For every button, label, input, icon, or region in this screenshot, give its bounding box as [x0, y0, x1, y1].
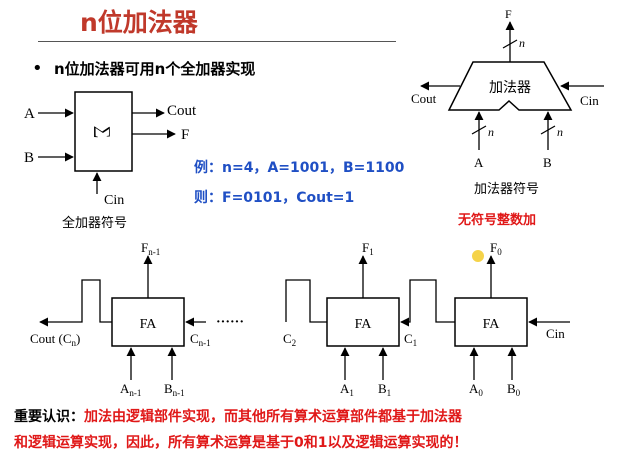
- example-line-2: 则：F=0101，Cout=1: [194, 190, 355, 206]
- example-line-1: 例：n=4，A=1001，B=1100: [194, 160, 405, 176]
- adder-f-width: n: [519, 36, 525, 50]
- cin-main-label: Cin: [546, 326, 565, 341]
- fa-cell-1: [326, 297, 400, 347]
- fa-cell-0: [454, 297, 528, 347]
- b1-label: B1: [378, 381, 391, 398]
- fa-cell-n-1-label: FA: [140, 317, 158, 332]
- adder-body: [447, 61, 573, 111]
- adder-a-width: n: [488, 125, 494, 139]
- full-adder-box: [74, 91, 133, 172]
- fa-cell-1-label: FA: [355, 317, 373, 332]
- full-adder-symbol: ∑ A B Cout F Cin: [24, 91, 197, 208]
- f0-label: F0: [490, 240, 502, 257]
- adder-a-slash: [471, 125, 487, 135]
- full-adder-a-label: A: [24, 106, 35, 122]
- adder-caption: 加法器符号: [474, 182, 540, 197]
- adder-label: 加法器: [489, 80, 531, 96]
- bullet-text: n位加法器可用n个全加器实现: [54, 60, 256, 78]
- adder-symbol: 加法器 F n Cout Cin n A n B: [411, 7, 604, 170]
- note-line-1: 重要认识：加法由逻辑部件实现，而其他所有算术运算部件都基于加法器: [14, 406, 462, 426]
- adder-f-label: F: [505, 7, 512, 21]
- note-label: 重要认识：: [14, 409, 84, 425]
- adder-b-width: n: [557, 125, 563, 139]
- c1-label: C1: [404, 331, 417, 348]
- adder-a-label: A: [474, 155, 484, 170]
- ripple-carry-chain: FA FA FA Fn-1 F1 F0 An-1 Bn-1 A1 B1 A0 B…: [30, 240, 570, 398]
- unsigned-label: 无符号整数加: [458, 213, 537, 228]
- full-adder-caption: 全加器符号: [62, 216, 128, 231]
- fn-1-label: Fn-1: [141, 240, 160, 257]
- chain-ellipsis: ······: [216, 315, 244, 330]
- full-adder-b-label: B: [24, 150, 34, 166]
- full-adder-cout-label: Cout: [167, 103, 197, 119]
- title-divider: [38, 41, 396, 42]
- b0-label: B0: [507, 381, 521, 398]
- a0-label: A0: [469, 381, 483, 398]
- carry-c2-wire: [285, 279, 327, 323]
- page-title: n位加法器: [80, 8, 198, 37]
- note-text-2: 和逻辑运算实现，因此，所有算术运算是基于0和1以及逻辑运算实现的！: [14, 435, 468, 451]
- c2-label: C2: [283, 331, 296, 348]
- full-adder-sigma: ∑: [94, 126, 114, 139]
- adder-b-slash: [540, 125, 556, 135]
- cout-main-label: Cout (Cn): [30, 331, 80, 348]
- full-adder-f-label: F: [181, 127, 189, 143]
- adder-f-slash: [502, 39, 518, 49]
- a1-label: A1: [340, 381, 354, 398]
- cout-main-wire: [39, 279, 112, 327]
- note-text-1: 加法由逻辑部件实现，而其他所有算术运算部件都基于加法器: [84, 409, 462, 425]
- adder-cin-label: Cin: [580, 93, 599, 108]
- bn-1-label: Bn-1: [164, 381, 185, 398]
- full-adder-cin-label: Cin: [104, 193, 124, 208]
- an-1-label: An-1: [120, 381, 141, 398]
- adder-b-label: B: [543, 155, 552, 170]
- fa-cell-n-1: [111, 297, 185, 347]
- note-line-2: 和逻辑运算实现，因此，所有算术运算是基于0和1以及逻辑运算实现的！: [14, 432, 467, 452]
- f1-label: F1: [362, 240, 374, 257]
- bullet-dot-icon: •: [32, 58, 43, 79]
- pointer-cursor-icon: [472, 250, 484, 262]
- adder-cout-label: Cout: [411, 91, 437, 106]
- carry-c1-wire: [400, 279, 455, 327]
- fa-cell-0-label: FA: [483, 317, 501, 332]
- cn-1-label: Cn-1: [190, 331, 211, 348]
